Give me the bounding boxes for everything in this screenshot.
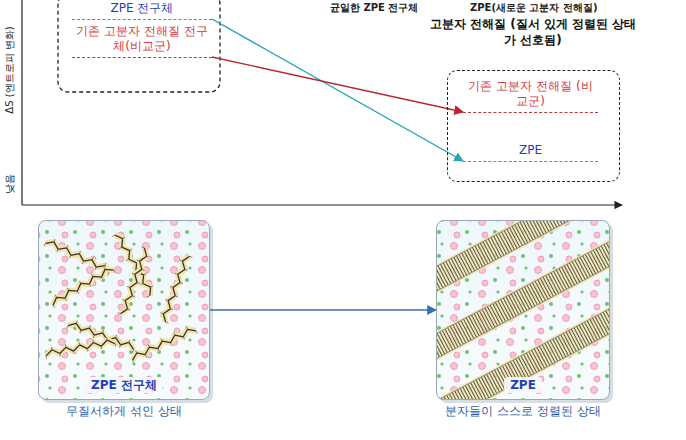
x-axis — [22, 204, 622, 205]
connector-arrow — [210, 309, 436, 310]
panel-caption: 분자들이 스스로 정렬된 상태 — [417, 404, 629, 418]
column-header: 균일한 ZPE 전구체 — [330, 2, 418, 14]
axis-label: 낮음 — [4, 164, 16, 204]
level-marker: ZPE — [463, 143, 598, 162]
ordered-illustration — [353, 158, 686, 440]
y-axis — [21, 0, 22, 205]
level-label: ZPE 전구체 — [74, 1, 210, 16]
group-heading: 고분자 전해질 (질서 있게 정렬된 상태가 선호됨) — [428, 17, 638, 48]
connector-arrow — [212, 19, 463, 161]
level-marker: 기존 고분자 전해질 전구체(비교군) — [72, 24, 212, 58]
disordered-illustration — [38, 220, 213, 403]
panel-caption: 무질서하게 섞인 상태 — [19, 404, 229, 418]
level-marker: 기존 고분자 전해질 (비교군) — [463, 79, 598, 113]
panel-title: ZPE 전구체 — [85, 377, 163, 393]
axis-label: ΔS (엔트로피 변화) — [4, 10, 16, 130]
illustration-panel: ZPE분자들이 스스로 정렬된 상태 — [436, 220, 610, 400]
illustration-panel: ZPE 전구체무질서하게 섞인 상태 — [38, 220, 210, 400]
panel-title: ZPE — [504, 377, 542, 393]
level-marker: ZPE 전구체 — [72, 1, 212, 20]
precursor-group-outline — [58, 0, 220, 92]
level-label: ZPE — [465, 143, 596, 158]
level-label: 기존 고분자 전해질 전구체(비교군) — [74, 24, 210, 54]
level-label: 기존 고분자 전해질 (비교군) — [465, 79, 596, 109]
column-header: ZPE(새로운 고분자 전해질) — [470, 2, 598, 14]
group-box: 고분자 전해질 (질서 있게 정렬된 상태가 선호됨)기존 고분자 전해질 (비… — [447, 70, 620, 182]
connector-arrow — [212, 57, 463, 112]
